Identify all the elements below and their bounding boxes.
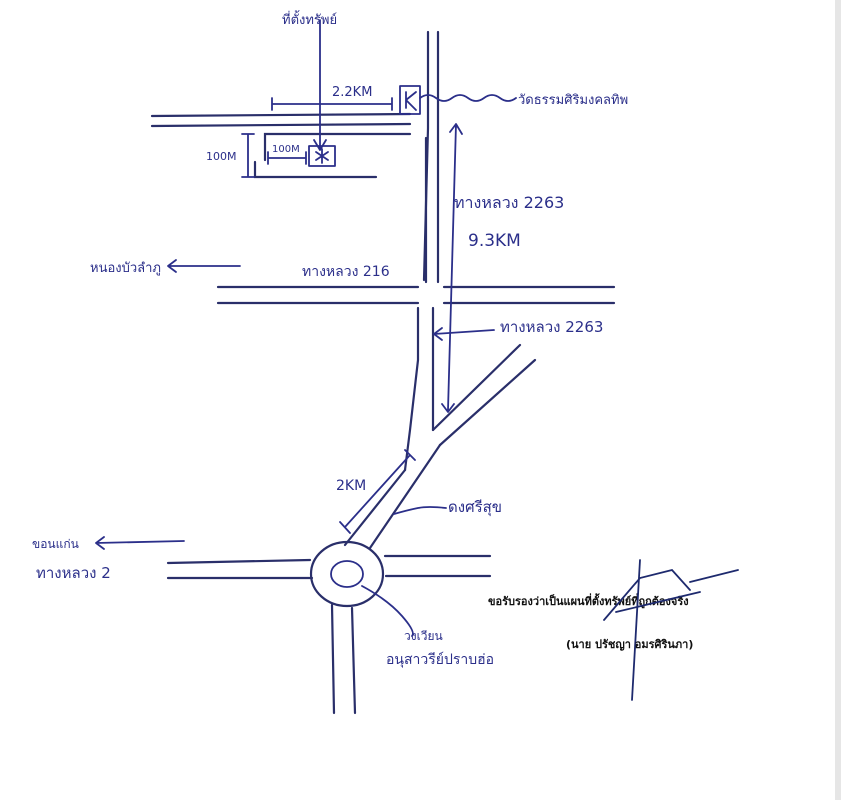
label-2-2km: 2.2KM bbox=[332, 85, 372, 100]
label-hwy2: ทางหลวง 2 bbox=[36, 564, 111, 582]
dim-9-3km bbox=[441, 123, 463, 413]
label-roundabout-2: อนุสาวรีย์ปราบฮ่อ bbox=[386, 651, 494, 668]
signature bbox=[603, 559, 739, 701]
label-2km: 2KM bbox=[336, 478, 366, 494]
main-vertical-road bbox=[403, 30, 440, 472]
label-khonkaen: ขอนแก่น bbox=[32, 537, 79, 551]
arrow-khonkaen bbox=[95, 536, 185, 550]
arrow-nongbua bbox=[167, 259, 241, 273]
arrow-srisuk bbox=[393, 506, 447, 515]
label-property: ที่ตั้งทรัพย์ bbox=[282, 10, 337, 28]
highway-216-road bbox=[216, 285, 616, 305]
label-100m-h: 100M bbox=[272, 144, 300, 155]
dim-100m-h bbox=[267, 151, 307, 165]
label-temple: วัดธรรมศิริมงคลทิพ bbox=[518, 93, 628, 108]
arrow-hwy2263 bbox=[433, 327, 495, 341]
label-hwy2263-lower: ทางหลวง 2263 bbox=[500, 318, 603, 336]
diagonal-road bbox=[343, 343, 537, 550]
dim-2km bbox=[339, 449, 416, 534]
label-9-3km: 9.3KM bbox=[468, 231, 521, 251]
label-hwy216: ทางหลวง 216 bbox=[302, 264, 390, 280]
dim-2-2km bbox=[271, 97, 393, 111]
dim-100m-v bbox=[241, 133, 255, 178]
roundabout bbox=[309, 540, 385, 608]
label-roundabout-1: วงเวียน bbox=[404, 629, 443, 643]
label-nongbua: หนองบัวลำภู bbox=[90, 261, 161, 276]
signer-name: (นาย ปรัชญา อมรศิรินภา) bbox=[566, 638, 693, 651]
label-100m-v: 100M bbox=[206, 150, 237, 163]
property-marker bbox=[308, 19, 336, 167]
property-side-road bbox=[253, 132, 412, 179]
highway-2-road bbox=[166, 554, 492, 580]
arrow-roundabout bbox=[361, 585, 414, 637]
label-srisuk: ดงศรีสุข bbox=[448, 498, 502, 517]
label-hwy2263-upper: ทางหลวง 2263 bbox=[454, 193, 564, 212]
south-road bbox=[330, 603, 357, 715]
top-road bbox=[150, 112, 412, 128]
temple-marker bbox=[399, 85, 517, 115]
